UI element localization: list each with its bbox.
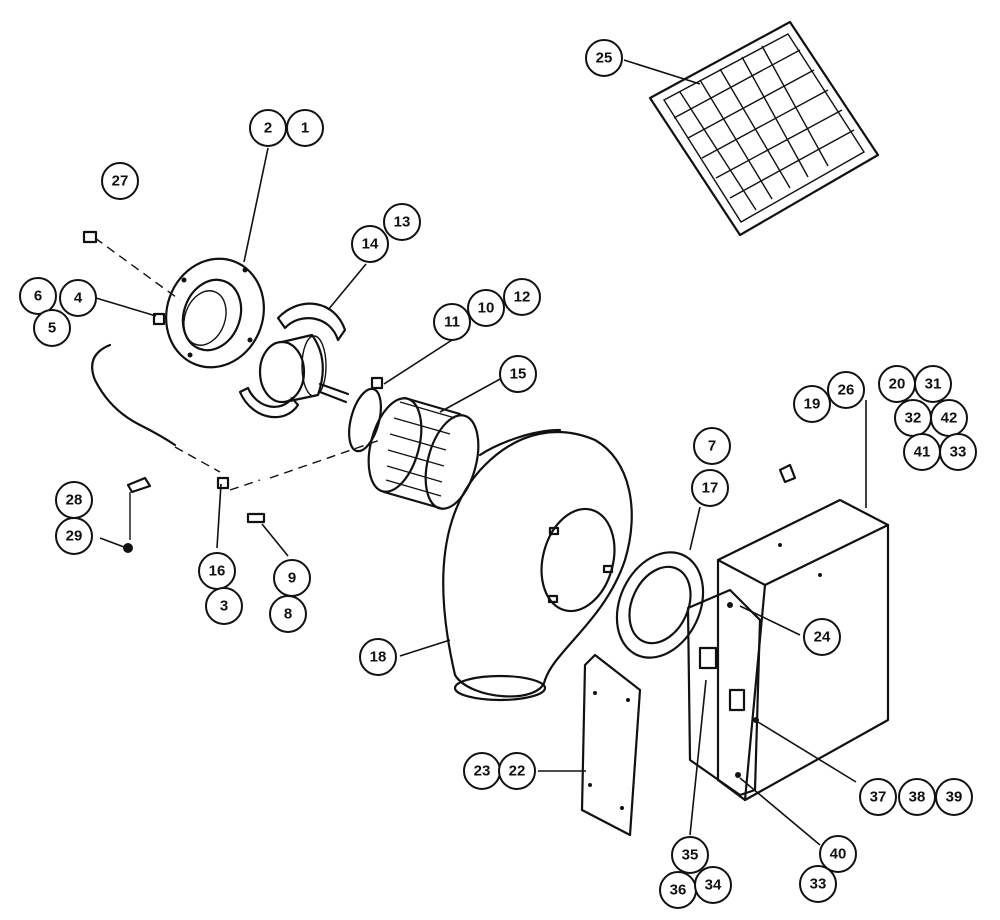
- callout-32: 32: [894, 399, 932, 437]
- svg-text:13: 13: [394, 214, 411, 231]
- callout-35: 35: [671, 836, 709, 874]
- blower-wheel: [367, 396, 480, 510]
- svg-text:36: 36: [670, 882, 687, 899]
- callout-9: 9: [273, 559, 311, 597]
- svg-text:17: 17: [702, 480, 719, 497]
- gasket-ring: [615, 551, 705, 659]
- callout-36: 36: [659, 871, 697, 909]
- callout-38: 38: [898, 778, 936, 816]
- svg-text:11: 11: [444, 314, 460, 331]
- svg-text:22: 22: [509, 763, 526, 780]
- svg-text:33: 33: [810, 876, 827, 893]
- callout-23: 23: [463, 752, 501, 790]
- blower-motor: [258, 333, 350, 404]
- callout-7: 7: [693, 427, 731, 465]
- svg-text:39: 39: [946, 789, 963, 806]
- svg-text:37: 37: [870, 789, 887, 806]
- svg-text:10: 10: [478, 300, 495, 317]
- svg-text:16: 16: [209, 563, 226, 580]
- callout-12: 12: [503, 278, 541, 316]
- wire-harness: [91, 237, 381, 491]
- svg-text:27: 27: [112, 173, 129, 190]
- svg-text:9: 9: [288, 570, 296, 587]
- motor-mount-plate: [165, 257, 265, 369]
- svg-text:31: 31: [925, 376, 942, 393]
- svg-text:20: 20: [889, 376, 906, 393]
- callout-39: 39: [935, 778, 973, 816]
- callout-31: 31: [914, 365, 952, 403]
- motor-bracket: [238, 302, 347, 419]
- svg-text:41: 41: [914, 444, 931, 461]
- callout-34: 34: [694, 866, 732, 904]
- callout-3: 3: [205, 587, 243, 625]
- callout-1: 1: [286, 109, 324, 147]
- svg-text:35: 35: [682, 847, 699, 864]
- blower-housing: [442, 428, 633, 702]
- filter-part: [648, 20, 880, 237]
- svg-text:8: 8: [284, 606, 292, 623]
- callout-6: 6: [19, 277, 57, 315]
- callout-5: 5: [33, 309, 71, 347]
- callout-11: 11: [433, 303, 471, 341]
- svg-text:29: 29: [66, 528, 83, 545]
- callout-33-bottom: 33: [799, 865, 837, 903]
- callout-10: 10: [467, 289, 505, 327]
- callout-22: 22: [498, 752, 536, 790]
- callout-15: 15: [499, 355, 537, 393]
- fasteners: [82, 230, 797, 553]
- svg-text:19: 19: [804, 396, 821, 413]
- svg-text:26: 26: [838, 382, 855, 399]
- callout-26: 26: [827, 371, 865, 409]
- callout-25: 25: [585, 39, 623, 77]
- callout-8: 8: [269, 595, 307, 633]
- callout-20: 20: [878, 365, 916, 403]
- svg-text:15: 15: [510, 366, 527, 383]
- callout-4: 4: [59, 279, 97, 317]
- svg-text:18: 18: [370, 649, 387, 666]
- callout-29: 29: [55, 517, 93, 555]
- callout-14: 14: [351, 225, 389, 263]
- callout-28: 28: [55, 481, 93, 519]
- control-cabinet: [686, 498, 890, 802]
- svg-text:24: 24: [814, 629, 831, 646]
- callout-17: 17: [691, 469, 729, 507]
- callout-18: 18: [359, 638, 397, 676]
- cover-plate: [580, 653, 642, 837]
- svg-text:3: 3: [220, 598, 228, 615]
- callout-42: 42: [930, 399, 968, 437]
- callout-41: 41: [903, 433, 941, 471]
- svg-text:5: 5: [48, 320, 56, 337]
- svg-text:12: 12: [514, 289, 531, 306]
- callout-16: 16: [198, 552, 236, 590]
- callout-27: 27: [101, 162, 139, 200]
- svg-text:34: 34: [705, 877, 722, 894]
- svg-text:32: 32: [905, 410, 922, 427]
- svg-text:38: 38: [909, 789, 926, 806]
- svg-text:7: 7: [708, 438, 716, 455]
- callout-13: 13: [383, 203, 421, 241]
- svg-text:42: 42: [941, 410, 958, 427]
- callout-19: 19: [793, 385, 831, 423]
- svg-text:28: 28: [66, 492, 83, 509]
- callout-37: 37: [859, 778, 897, 816]
- callout-33-top: 33: [939, 433, 977, 471]
- callout-24: 24: [803, 618, 841, 656]
- svg-text:14: 14: [362, 236, 379, 253]
- leader-lines: [95, 59, 867, 846]
- motor-clamp: [348, 376, 384, 453]
- svg-text:4: 4: [74, 290, 83, 307]
- svg-text:33: 33: [950, 444, 967, 461]
- svg-text:40: 40: [830, 846, 847, 863]
- svg-text:6: 6: [34, 288, 42, 305]
- svg-text:2: 2: [264, 120, 272, 137]
- svg-text:23: 23: [474, 763, 491, 780]
- svg-text:25: 25: [596, 50, 613, 67]
- callout-2: 2: [249, 109, 287, 147]
- callout-40: 40: [819, 835, 857, 873]
- svg-text:1: 1: [301, 120, 309, 137]
